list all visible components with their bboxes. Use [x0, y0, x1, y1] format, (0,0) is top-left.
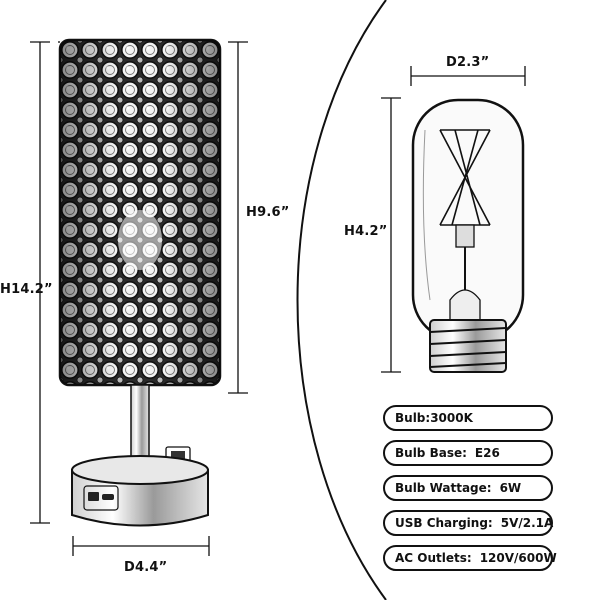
- spec-bulb-base: Bulb Base: E26: [383, 440, 553, 466]
- bulb-height-dimension: [381, 97, 401, 373]
- spec-label: Bulb Wattage:: [395, 481, 492, 495]
- lamp-base-top: [71, 455, 209, 485]
- spec-label: Bulb:3000K: [395, 411, 473, 425]
- bulb-mount: [455, 224, 475, 248]
- bulb-diameter-label: D2.3”: [446, 55, 490, 70]
- touch-switch-detail: [171, 451, 185, 459]
- spec-value: 6W: [499, 481, 522, 495]
- lamp-stem: [130, 384, 150, 461]
- lamp-glow: [118, 210, 162, 270]
- section-divider-curve: [296, 0, 387, 600]
- spec-bulb-wattage: Bulb Wattage: 6W: [383, 475, 553, 501]
- spec-ac-outlets: AC Outlets: 120V/600W: [383, 545, 557, 571]
- spec-label: USB Charging:: [395, 516, 493, 530]
- spec-usb-charging: USB Charging: 5V/2.1A: [383, 510, 553, 536]
- spec-value: E26: [474, 446, 500, 460]
- bulb-screw-base: [429, 319, 507, 373]
- usb-port-icon: [88, 492, 99, 501]
- spec-label: AC Outlets:: [395, 551, 472, 565]
- bulb-illustration: [411, 98, 525, 373]
- spec-bulb-color-temp: Bulb:3000K: [383, 405, 553, 431]
- lamp-height-label: H14.2”: [0, 282, 53, 297]
- base-diameter-dimension: [72, 536, 210, 556]
- bulb-reflection: [422, 129, 431, 301]
- bulb-height-label: H4.2”: [344, 224, 388, 239]
- spec-value: 120V/600W: [479, 551, 557, 565]
- base-diameter-label: D4.4”: [124, 560, 168, 575]
- lamp-height-dimension: [30, 41, 60, 524]
- shade-height-dimension: [228, 41, 248, 394]
- port-panel: [83, 485, 119, 511]
- usb-c-port-icon: [102, 494, 114, 500]
- bulb-diameter-dimension: [410, 66, 526, 86]
- shade-height-label: H9.6”: [246, 205, 290, 220]
- spec-value: 5V/2.1A: [500, 516, 554, 530]
- lamp-illustration: [58, 38, 222, 527]
- spec-label: Bulb Base:: [395, 446, 467, 460]
- bulb-filament: [439, 129, 491, 226]
- lamp-base: [71, 469, 209, 527]
